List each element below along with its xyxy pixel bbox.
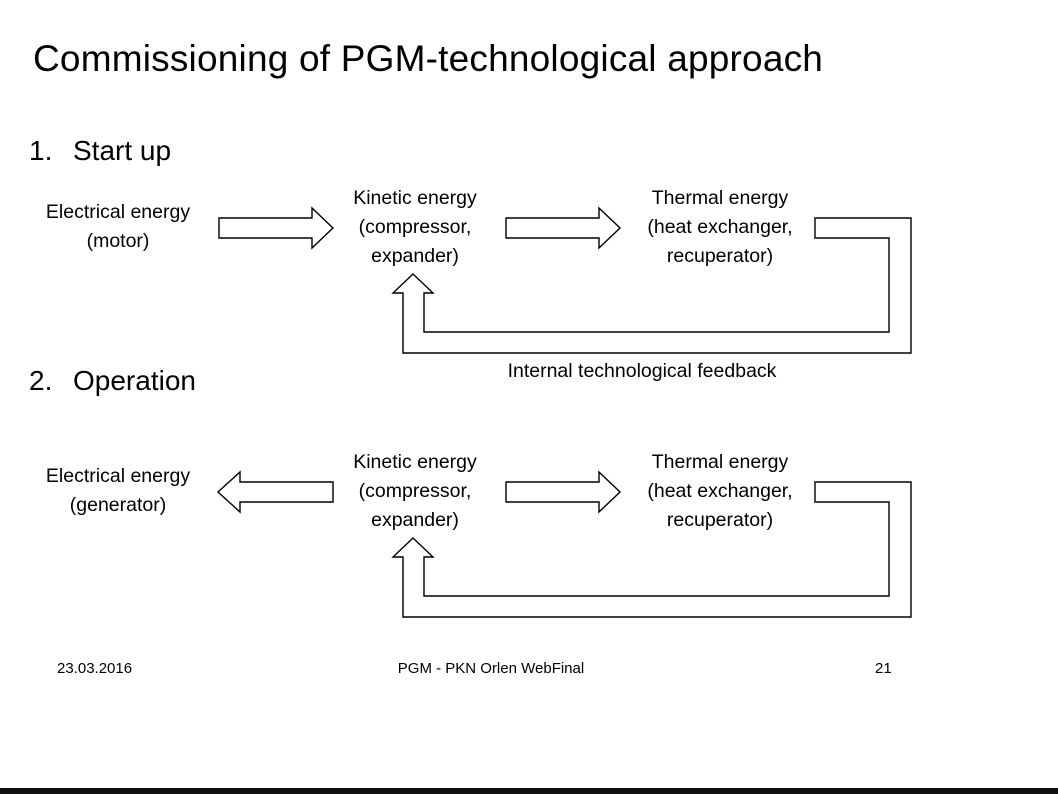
arrow-right-kinetic-to-thermal-icon xyxy=(505,470,622,514)
feedback-loop-arrow-icon xyxy=(391,217,912,354)
node-electrical-motor: Electrical energy (motor) xyxy=(18,198,218,256)
section-2-number: 2. xyxy=(29,365,53,396)
section-1-heading: 1. Start up xyxy=(29,135,171,167)
arrow-left-kinetic-to-electrical-icon xyxy=(216,470,334,514)
arrow-right-electrical-to-kinetic-icon xyxy=(218,206,335,250)
node-line: Thermal energy xyxy=(651,187,789,209)
section-2-heading: 2. Operation xyxy=(29,365,196,397)
section-1-label: Start up xyxy=(73,135,172,166)
node-line: (generator) xyxy=(69,494,167,516)
section-1-number: 1. xyxy=(29,135,53,166)
feedback-label: Internal technological feedback xyxy=(507,360,777,382)
node-line: recuperator) xyxy=(666,509,774,531)
node-line: Electrical energy xyxy=(45,201,191,223)
node-line: (compressor, xyxy=(358,480,472,502)
node-line: expander) xyxy=(371,245,459,267)
bottom-edge xyxy=(0,788,1058,794)
node-line: Kinetic energy xyxy=(353,187,477,209)
footer-date: 23.03.2016 xyxy=(57,660,133,677)
section-2-label: Operation xyxy=(73,365,196,396)
node-line: expander) xyxy=(371,509,459,531)
slide-title: Commissioning of PGM-technological appro… xyxy=(33,38,824,79)
node-line: (heat exchanger, xyxy=(647,480,793,502)
node-thermal-energy: Thermal energy (heat exchanger, recupera… xyxy=(618,184,822,271)
node-line: recuperator) xyxy=(666,245,774,267)
node-electrical-generator: Electrical energy (generator) xyxy=(18,462,218,520)
footer-page-number: 21 xyxy=(875,660,892,677)
node-line: (heat exchanger, xyxy=(647,216,793,238)
node-kinetic-energy: Kinetic energy (compressor, expander) xyxy=(325,448,505,535)
node-line: Electrical energy xyxy=(45,465,191,487)
node-line: Thermal energy xyxy=(651,451,789,473)
node-line: (motor) xyxy=(86,230,150,252)
arrow-right-kinetic-to-thermal-icon xyxy=(505,206,622,250)
node-kinetic-energy: Kinetic energy (compressor, expander) xyxy=(325,184,505,271)
feedback-loop-arrow-icon xyxy=(391,481,912,618)
node-thermal-energy: Thermal energy (heat exchanger, recupera… xyxy=(618,448,822,535)
footer-document-name: PGM - PKN Orlen WebFinal xyxy=(397,660,585,677)
node-line: Kinetic energy xyxy=(353,451,477,473)
node-line: (compressor, xyxy=(358,216,472,238)
